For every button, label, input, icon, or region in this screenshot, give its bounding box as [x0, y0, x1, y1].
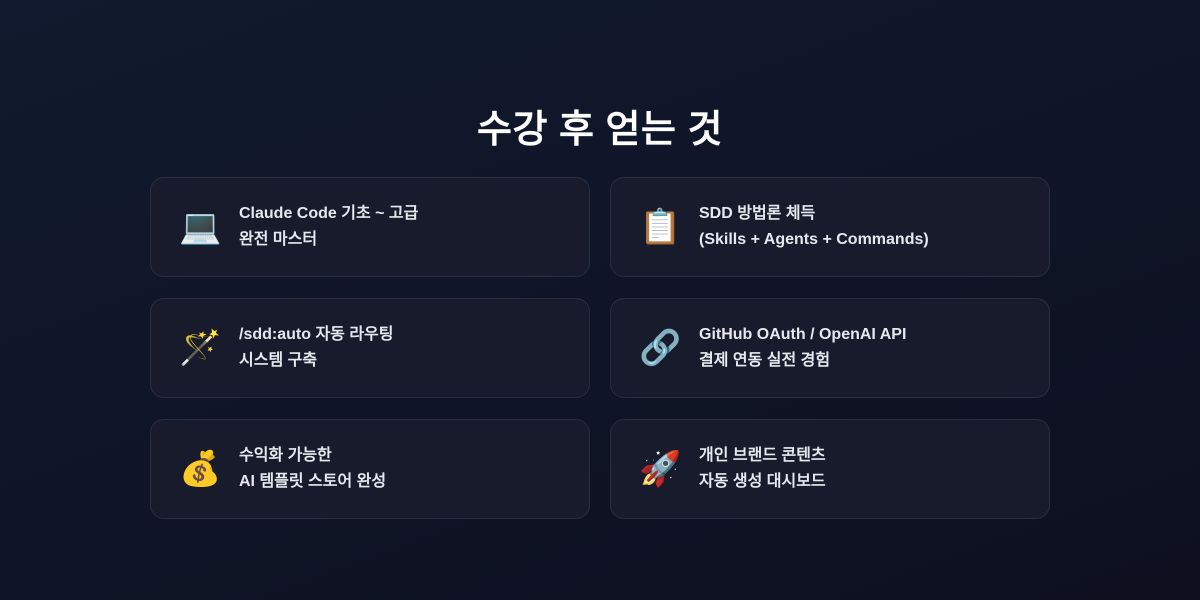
- benefit-line-2: 결제 연동 실전 경험: [699, 352, 831, 369]
- benefit-line-1: 수익화 가능한: [239, 447, 332, 464]
- benefit-line-1: GitHub OAuth / OpenAI API: [699, 326, 907, 343]
- rocket-icon: 🚀: [639, 449, 682, 489]
- benefit-line-1: Claude Code 기초 ~ 고급: [239, 205, 419, 222]
- benefit-card-claude-code: 💻 Claude Code 기초 ~ 고급 완전 마스터: [150, 177, 590, 277]
- benefit-line-1: /sdd:auto 자동 라우팅: [239, 326, 394, 343]
- benefit-card-api-integration: 🔗 GitHub OAuth / OpenAI API 결제 연동 실전 경험: [610, 298, 1050, 398]
- benefit-text: Claude Code 기초 ~ 고급 완전 마스터: [239, 204, 418, 250]
- benefit-card-template-store: 💰 수익화 가능한 AI 템플릿 스토어 완성: [150, 419, 590, 519]
- benefit-line-2: 자동 생성 대시보드: [699, 473, 826, 490]
- benefit-text: 수익화 가능한 AI 템플릿 스토어 완성: [239, 446, 386, 492]
- benefit-text: /sdd:auto 자동 라우팅 시스템 구축: [239, 325, 393, 371]
- benefit-line-1: SDD 방법론 체득: [699, 205, 816, 222]
- magic-wand-icon: 🪄: [179, 328, 222, 368]
- benefit-line-2: (Skills + Agents + Commands): [699, 231, 929, 248]
- benefit-text: SDD 방법론 체득 (Skills + Agents + Commands): [699, 204, 929, 250]
- benefit-text: 개인 브랜드 콘텐츠 자동 생성 대시보드: [699, 446, 826, 492]
- benefit-line-2: AI 템플릿 스토어 완성: [239, 473, 387, 490]
- benefit-card-auto-routing: 🪄 /sdd:auto 자동 라우팅 시스템 구축: [150, 298, 590, 398]
- money-bag-icon: 💰: [179, 449, 222, 489]
- clipboard-icon: 📋: [639, 207, 682, 247]
- laptop-icon: 💻: [179, 207, 222, 247]
- benefit-line-2: 시스템 구축: [239, 352, 318, 369]
- page-title: 수강 후 얻는 것: [477, 109, 723, 152]
- benefit-line-2: 완전 마스터: [239, 231, 318, 248]
- benefits-grid: 💻 Claude Code 기초 ~ 고급 완전 마스터 📋 SDD 방법론 체…: [150, 177, 1050, 519]
- benefit-card-brand-dashboard: 🚀 개인 브랜드 콘텐츠 자동 생성 대시보드: [610, 419, 1050, 519]
- benefit-line-1: 개인 브랜드 콘텐츠: [699, 447, 826, 464]
- benefit-text: GitHub OAuth / OpenAI API 결제 연동 실전 경험: [699, 325, 906, 371]
- link-icon: 🔗: [639, 328, 682, 368]
- benefit-card-sdd-methodology: 📋 SDD 방법론 체득 (Skills + Agents + Commands…: [610, 177, 1050, 277]
